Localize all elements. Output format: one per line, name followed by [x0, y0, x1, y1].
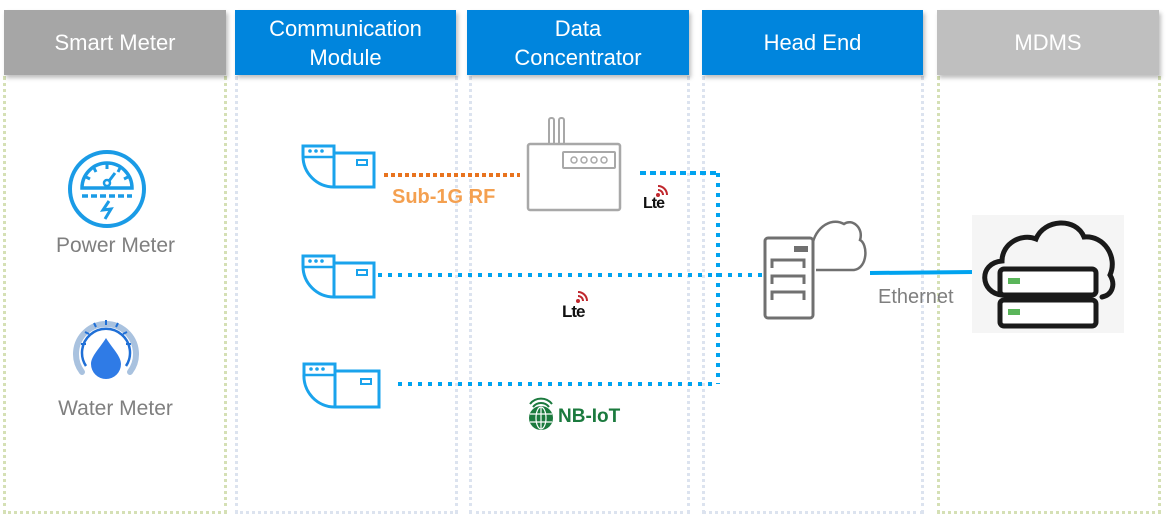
header-comm-line2: Module: [309, 44, 382, 70]
sub1g-rf-label: Sub-1G RF: [392, 186, 496, 208]
communication-module-icon-2: [301, 254, 376, 299]
lte-logo-2: Lte: [560, 290, 600, 326]
column-data-concentrator: [469, 76, 690, 514]
ethernet-link: [869, 270, 975, 275]
column-mdms: [937, 76, 1161, 514]
header-mdms: MDMS: [937, 10, 1159, 75]
lte-signal-icon: [576, 291, 588, 303]
power-meter-label: Power Meter: [55, 234, 176, 257]
water-meter-icon: [73, 320, 139, 379]
nbiot-logo: NB-IoT: [526, 396, 636, 432]
lte-logo-2-text: Lte: [562, 302, 585, 321]
lte-logo-1-text: Lte: [643, 195, 665, 212]
header-dc-line2: Concentrator: [514, 44, 642, 70]
lte-signal-icon: [656, 185, 668, 197]
header-head-end-label: Head End: [763, 30, 862, 55]
water-meter-label: Water Meter: [58, 397, 173, 420]
header-data-concentrator: Data Concentrator: [467, 10, 689, 75]
header-smart-meter-label: Smart Meter: [54, 30, 176, 55]
header-communication-module: Communication Module: [235, 10, 456, 75]
communication-module-icon-1: [301, 144, 376, 189]
head-end-server-cloud-icon: [763, 220, 867, 320]
header-smart-meter: Smart Meter: [4, 10, 226, 75]
nbiot-logo-text: NB-IoT: [558, 406, 621, 427]
column-smart-meter: [3, 76, 227, 514]
header-mdms-label: MDMS: [1014, 30, 1082, 55]
column-head-end: [702, 76, 924, 514]
globe-icon: [529, 397, 553, 430]
header-head-end: Head End: [702, 10, 923, 75]
communication-module-icon-3: [302, 362, 381, 409]
header-dc-line1: Data: [554, 15, 602, 41]
lte-logo-1: Lte: [640, 184, 680, 218]
power-meter-icon: [68, 150, 146, 228]
data-concentrator-icon: [526, 117, 622, 212]
mdms-cloud-server-icon: [972, 215, 1124, 333]
column-communication-module: [235, 76, 458, 514]
header-comm-line1: Communication: [269, 15, 422, 41]
ethernet-label: Ethernet: [878, 286, 954, 308]
